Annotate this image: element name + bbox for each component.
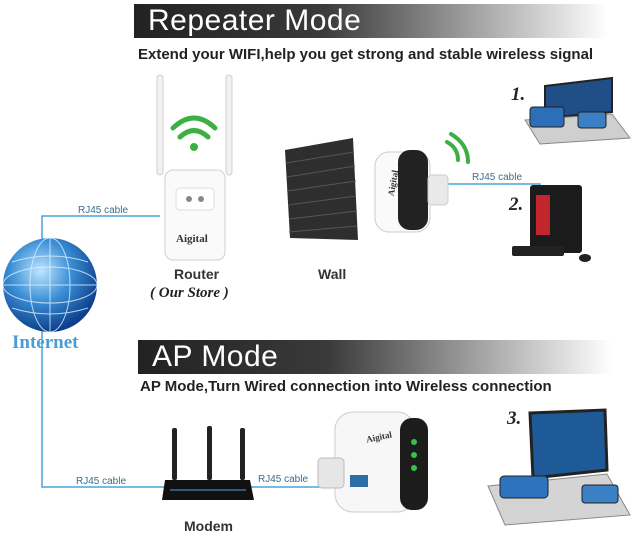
ap-extender-device [318, 412, 428, 512]
repeater-mode-title: Repeater Mode [148, 4, 361, 37]
ap-mode-title: AP Mode [152, 340, 278, 373]
number-1: 1. [511, 84, 525, 106]
cable-label-ap: RJ45 cable [258, 474, 308, 485]
modem-label: Modem [184, 518, 233, 534]
router-brand: Aigital [176, 233, 208, 245]
number-2: 2. [509, 194, 523, 216]
cable-label-modem: RJ45 cable [76, 476, 126, 487]
brick-wall [285, 138, 358, 240]
modem-device [162, 426, 254, 500]
repeater-mode-banner: Repeater Mode [134, 4, 608, 38]
internet-label: Internet [12, 332, 78, 354]
store-label: ( Our Store ) [150, 285, 229, 302]
laptop-1 [525, 78, 630, 144]
cable-label-router: RJ45 cable [78, 205, 128, 216]
wall-label: Wall [318, 266, 346, 282]
number-3: 3. [507, 408, 521, 430]
desktop-pc [512, 185, 591, 262]
router-label: Router [174, 266, 219, 282]
ap-subtitle: AP Mode,Turn Wired connection into Wirel… [140, 378, 552, 395]
repeater-subtitle: Extend your WIFI,help you get strong and… [138, 46, 593, 63]
ap-mode-banner: AP Mode [138, 340, 612, 374]
globe-icon [3, 238, 97, 332]
cable-label-pc: RJ45 cable [472, 172, 522, 183]
